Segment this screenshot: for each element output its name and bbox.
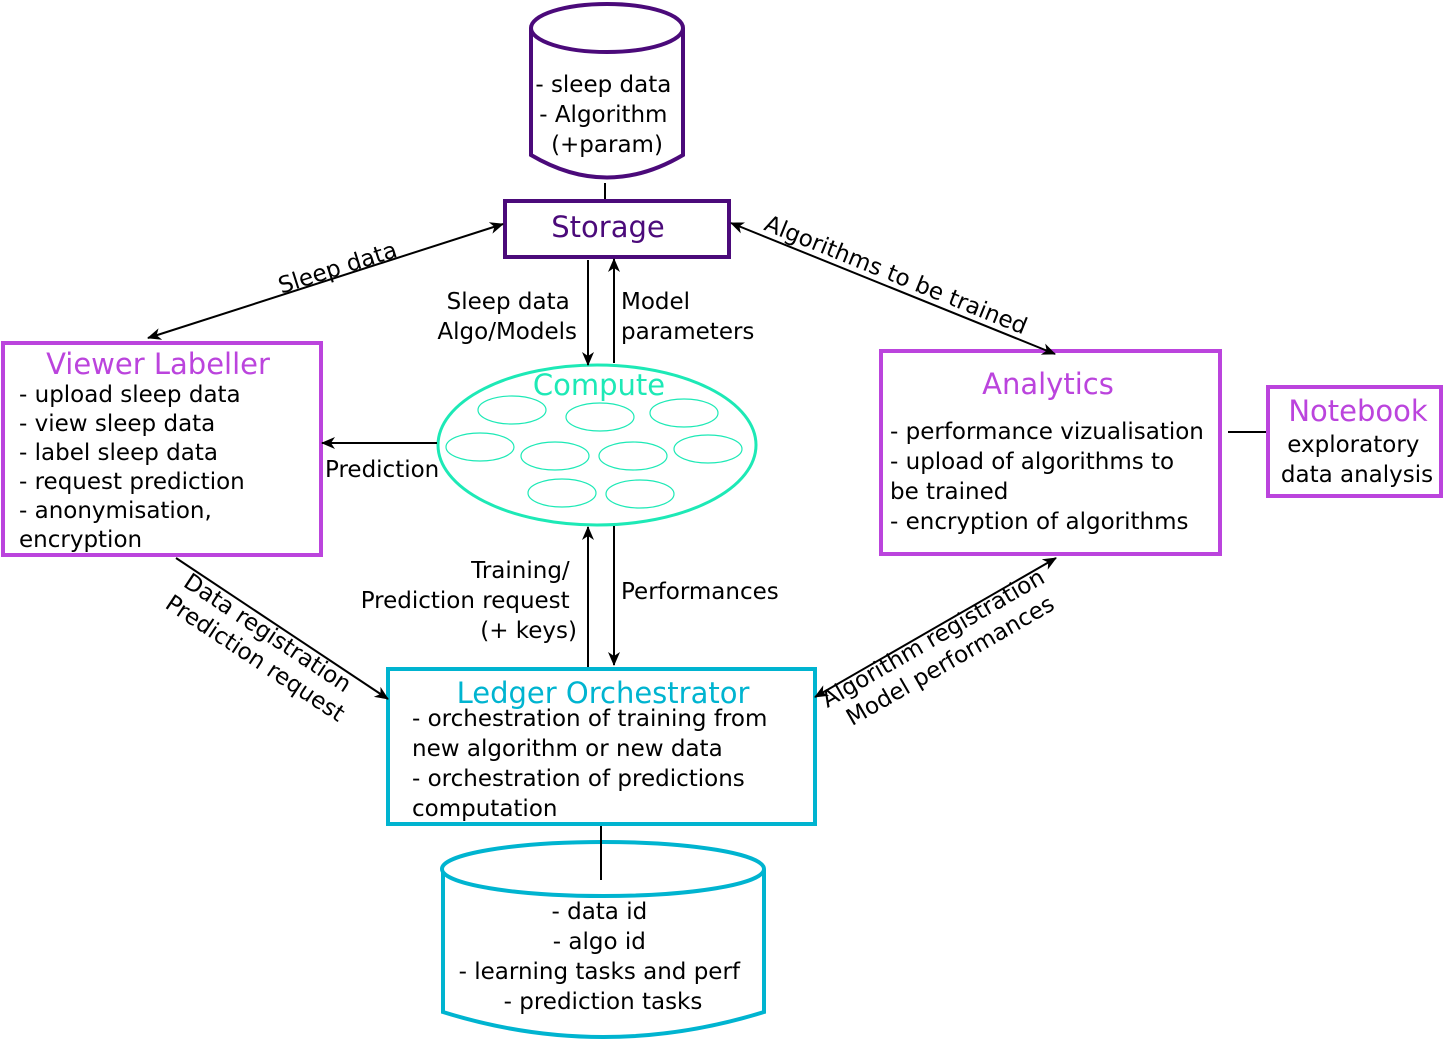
notebook-description: exploratory data analysis <box>1281 432 1433 488</box>
storage-database: - sleep data - Algorithm (+param) <box>529 2 685 180</box>
compute-node <box>445 432 515 462</box>
storage-box[interactable]: Storage <box>503 199 731 259</box>
algorithms-to-train-label: Algorithms to be trained <box>761 211 1031 340</box>
notebook-title: Notebook <box>1288 394 1428 428</box>
performances-label: Performances <box>621 579 779 605</box>
prediction-label: Prediction <box>325 457 439 483</box>
viewer-labeller-box[interactable]: Viewer Labeller - upload sleep data - vi… <box>1 341 323 557</box>
algorithm-registration-arrow <box>814 557 1057 698</box>
compute-node <box>527 478 597 508</box>
compute-node <box>565 402 635 432</box>
data-registration-label: Data registration Prediction request <box>161 567 365 727</box>
viewer-labeller-features: - upload sleep data - view sleep data - … <box>19 382 252 553</box>
ledger-orchestrator-box[interactable]: Ledger Orchestrator - orchestration of t… <box>386 667 817 826</box>
notebook-box[interactable]: Notebook exploratory data analysis <box>1266 385 1443 498</box>
storage-title: Storage <box>551 210 664 244</box>
ledger-orchestrator-features: - orchestration of training from new alg… <box>412 706 775 822</box>
data-registration-arrow <box>175 557 389 700</box>
viewer-labeller-title: Viewer Labeller <box>46 347 270 381</box>
compute-node <box>520 441 590 471</box>
storage-database-top <box>529 2 685 54</box>
compute-node <box>598 441 668 471</box>
compute-nodes <box>445 395 743 509</box>
compute-node <box>649 398 719 428</box>
algorithm-registration-label: Algorithm registration Model performance… <box>817 561 1069 738</box>
compute-node <box>673 434 743 464</box>
sleep-data-arrow <box>147 222 504 340</box>
analytics-features: - performance vizualisation - upload of … <box>890 419 1211 535</box>
algorithms-to-train-arrow <box>730 222 1056 355</box>
analytics-title: Analytics <box>982 367 1114 401</box>
ledger-database: - data id - algo id - learning tasks and… <box>440 840 766 1039</box>
sleep-data-label: Sleep data <box>275 237 400 299</box>
ledger-database-body <box>441 869 766 1039</box>
training-request-label: Training/ Prediction request (+ keys) <box>361 558 577 644</box>
compute-node <box>605 479 675 509</box>
storage-database-contents: - sleep data - Algorithm (+param) <box>535 72 678 158</box>
storage-database-body <box>529 28 685 180</box>
compute-title: Compute <box>533 368 665 402</box>
compute-to-storage-label: Model parameters <box>621 289 754 345</box>
storage-to-compute-label: Sleep data Algo/Models <box>437 289 577 345</box>
ledger-orchestrator-title: Ledger Orchestrator <box>457 676 750 710</box>
compute-node <box>477 395 547 425</box>
compute-cluster[interactable]: Compute <box>436 363 758 527</box>
ledger-database-contents: - data id - algo id - learning tasks and… <box>459 899 748 1015</box>
analytics-box[interactable]: Analytics - performance vizualisation - … <box>879 349 1222 556</box>
ledger-database-top <box>440 840 766 898</box>
